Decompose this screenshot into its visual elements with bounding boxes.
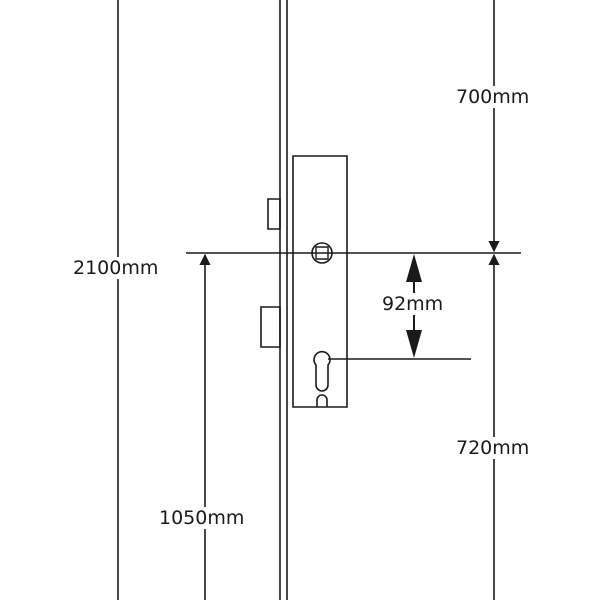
case-bottom-notch [317, 395, 327, 407]
upper-latch-lug [268, 199, 280, 229]
gearbox-case [293, 156, 347, 407]
deadbolt-lug [261, 307, 280, 347]
top-to-spindle-label: 700mm [455, 86, 531, 108]
spindle-to-cylinder-arrow-down [406, 330, 422, 358]
euro-cylinder-cutout [314, 352, 330, 391]
floor-to-spindle-label: 1050mm [158, 507, 246, 529]
spindle-to-cylinder-arrow-up [406, 254, 422, 282]
spindle-to-bottom-label: 720mm [455, 437, 531, 459]
spindle-to-cylinder-label: 92mm [381, 293, 445, 315]
total-height-label: 2100mm [72, 257, 160, 279]
